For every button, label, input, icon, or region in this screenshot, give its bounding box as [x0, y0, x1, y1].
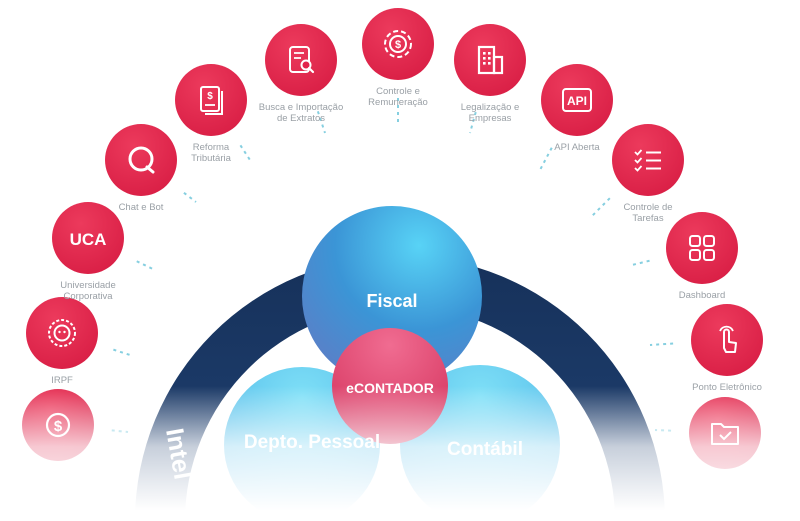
- module-node-circle: [691, 304, 763, 376]
- econtador-label: eCONTADOR: [346, 380, 434, 396]
- module-node-circle: [265, 24, 337, 96]
- module-label: Dashboard: [679, 290, 725, 301]
- module-node-circle: [175, 64, 247, 136]
- fiscal-label: Fiscal: [366, 291, 417, 311]
- svg-text:$: $: [395, 39, 401, 51]
- module-node-circle: [689, 397, 761, 469]
- building-icon: [477, 45, 504, 75]
- ring-label-left: Nuvem: [200, 179, 285, 252]
- connector-line: [649, 342, 674, 346]
- lion-icon: [48, 319, 76, 347]
- contabil-label: Contábil: [447, 439, 523, 460]
- api-icon: API: [562, 88, 592, 112]
- module-node-circle: [362, 8, 434, 80]
- module-label: IRPF: [51, 375, 73, 386]
- module-node[interactable]: IRPF: [26, 297, 98, 386]
- tax-document-icon: $: [200, 86, 223, 115]
- connector-line: [631, 259, 650, 266]
- chat-bubble-icon: [128, 146, 155, 174]
- center-circles: Fiscal eCONTADOR Depto. Pessoal Contábil: [224, 206, 560, 521]
- module-node[interactable]: Ponto Eletrônico: [691, 304, 763, 393]
- svg-text:$: $: [54, 418, 63, 435]
- module-node[interactable]: [689, 397, 761, 469]
- connector-line: [111, 429, 129, 433]
- module-label: API Aberta: [554, 142, 600, 153]
- depto-pessoal-label: Depto. Pessoal: [244, 432, 380, 453]
- module-node[interactable]: Chat e Bot: [105, 124, 177, 213]
- connector-line: [183, 191, 197, 203]
- fiscal-circle: [302, 206, 482, 386]
- module-node[interactable]: Dashboard: [666, 212, 738, 301]
- module-label: Ponto Eletrônico: [692, 382, 762, 393]
- uca-logo-icon: UCA: [70, 230, 107, 249]
- connector-line: [539, 147, 553, 171]
- module-node[interactable]: $: [22, 389, 94, 461]
- connector-line: [136, 260, 156, 271]
- module-node-circle: [666, 212, 738, 284]
- document-search-icon: [289, 46, 315, 74]
- module-node[interactable]: API API Aberta: [541, 64, 613, 153]
- dashboard-icon: [689, 235, 715, 261]
- platform-ring: [135, 256, 665, 521]
- svg-text:UCA: UCA: [70, 230, 107, 249]
- connector-line: [239, 144, 251, 161]
- connector-line: [589, 197, 611, 219]
- module-node-circle: [52, 202, 124, 274]
- module-node-circle: [105, 124, 177, 196]
- module-label: Chat e Bot: [119, 202, 164, 213]
- svg-text:$: $: [207, 91, 213, 102]
- checklist-icon: [634, 149, 661, 172]
- svg-text:API: API: [567, 94, 587, 108]
- connector-line: [113, 348, 131, 356]
- module-node-circle: [26, 297, 98, 369]
- module-node-circle: [541, 64, 613, 136]
- dollar-cycle-icon: $: [384, 30, 412, 58]
- touch-icon: [719, 325, 737, 353]
- module-node-circle: [454, 24, 526, 96]
- connector-line: [654, 429, 672, 432]
